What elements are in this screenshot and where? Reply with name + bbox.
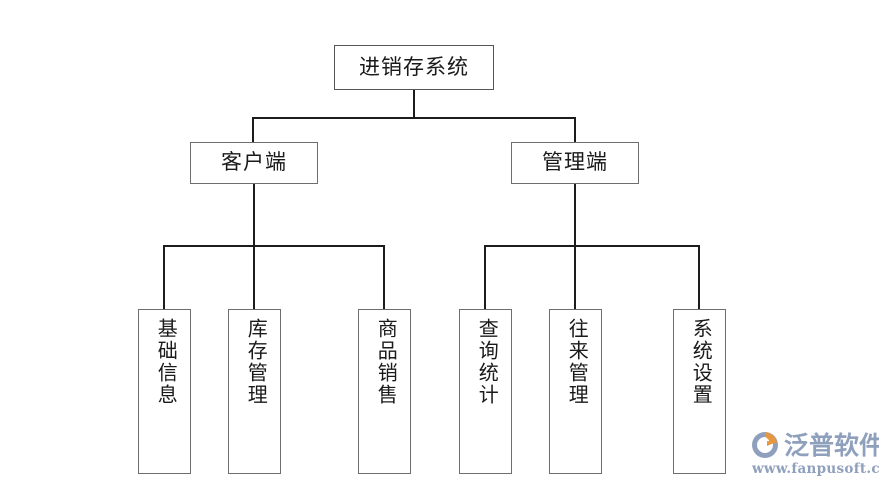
node-leaf-basic-info[interactable]: 基础信息 — [138, 309, 191, 474]
node-root[interactable]: 进销存系统 — [334, 45, 494, 90]
node-leaf-query-stats[interactable]: 查询统计 — [459, 309, 512, 474]
connector-admin-drop-2 — [574, 245, 576, 309]
connector-admin-stem — [574, 184, 576, 246]
node-admin-label: 管理端 — [542, 150, 608, 175]
connector-client-drop-3 — [383, 245, 385, 309]
node-leaf-system-settings-label: 系统设置 — [689, 318, 712, 406]
watermark-brand-text: 泛普软件 — [784, 430, 879, 460]
node-leaf-inventory-label: 库存管理 — [244, 318, 267, 406]
node-root-label: 进销存系统 — [359, 54, 469, 79]
node-leaf-sales[interactable]: 商品销售 — [358, 309, 411, 474]
connector-client-bus — [163, 245, 385, 247]
connector-root-stem — [413, 90, 415, 118]
node-leaf-inventory[interactable]: 库存管理 — [228, 309, 281, 474]
node-client[interactable]: 客户端 — [190, 142, 318, 184]
connector-level2-bus — [252, 117, 576, 119]
watermark-url: www.fanpusoft.com — [752, 461, 879, 477]
node-leaf-system-settings[interactable]: 系统设置 — [673, 309, 726, 474]
connector-client-drop-2 — [253, 245, 255, 309]
node-leaf-query-stats-label: 查询统计 — [475, 318, 498, 406]
connector-client-drop-1 — [163, 245, 165, 309]
node-admin[interactable]: 管理端 — [511, 142, 639, 184]
node-leaf-transactions[interactable]: 往来管理 — [549, 309, 602, 474]
node-leaf-sales-label: 商品销售 — [374, 318, 397, 406]
node-leaf-transactions-label: 往来管理 — [565, 318, 588, 406]
connector-drop-client — [252, 117, 254, 143]
watermark-logo: 泛普软件 www.fanpusoft.com — [750, 430, 879, 477]
fanpu-logo-icon — [750, 430, 780, 460]
connector-drop-admin — [574, 117, 576, 143]
connector-admin-drop-1 — [484, 245, 486, 309]
connector-admin-drop-3 — [698, 245, 700, 309]
node-leaf-basic-info-label: 基础信息 — [154, 318, 177, 406]
node-client-label: 客户端 — [221, 150, 287, 175]
watermark-brand-row: 泛普软件 — [750, 430, 879, 460]
connector-admin-bus — [484, 245, 700, 247]
connector-client-stem — [253, 184, 255, 246]
